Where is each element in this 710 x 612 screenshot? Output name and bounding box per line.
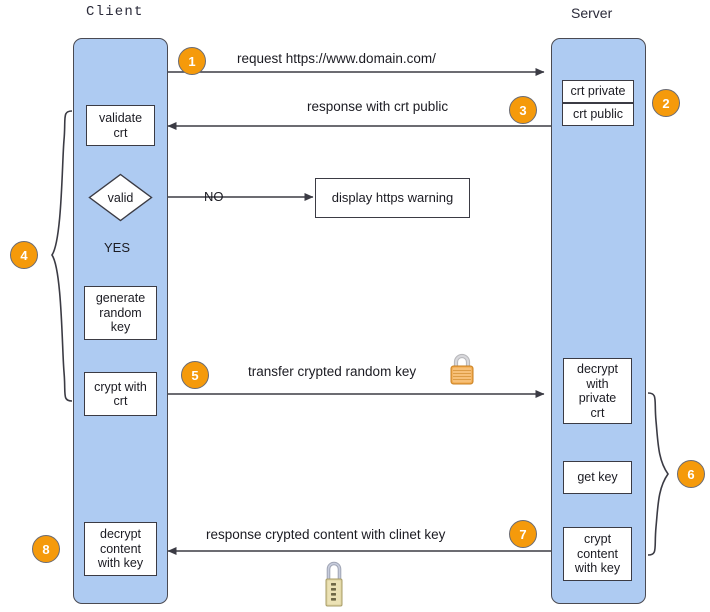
combination-padlock-icon (322, 559, 346, 607)
node-valid-decision[interactable]: valid (88, 173, 153, 222)
closed-padlock-icon (447, 351, 477, 387)
node-crypt-content-with-key[interactable]: crypt content with key (563, 527, 632, 581)
node-display-https-warning[interactable]: display https warning (315, 178, 470, 218)
step-badge-5: 5 (181, 361, 209, 389)
message-label-response-crt-public: response with crt public (307, 99, 449, 114)
message-label-response-content: response crypted content with clinet key (206, 527, 446, 542)
step-badge-8: 8 (32, 535, 60, 563)
node-generate-random-key[interactable]: generate random key (84, 286, 157, 340)
branch-label-yes: YES (104, 240, 131, 255)
column-title-client: Client (86, 4, 144, 20)
step-badge-4: 4 (10, 241, 38, 269)
node-get-key[interactable]: get key (563, 461, 632, 494)
message-label-transfer-key: transfer crypted random key (248, 364, 417, 379)
node-crt-public[interactable]: crt public (562, 103, 634, 126)
step-badge-2: 2 (652, 89, 680, 117)
node-crt-private[interactable]: crt private (562, 80, 634, 103)
node-decrypt-with-private-crt[interactable]: decrypt with private crt (563, 358, 632, 424)
lifeline-server (551, 38, 646, 604)
branch-label-no: NO (204, 189, 224, 204)
node-crypt-with-crt[interactable]: crypt with crt (84, 372, 157, 416)
node-validate-crt[interactable]: validate crt (86, 105, 155, 146)
step-badge-7: 7 (509, 520, 537, 548)
step-badge-1: 1 (178, 47, 206, 75)
step-badge-6: 6 (677, 460, 705, 488)
column-title-server: Server (571, 5, 613, 21)
message-label-request: request https://www.domain.com/ (237, 51, 436, 66)
step-badge-3: 3 (509, 96, 537, 124)
node-decrypt-content-with-key[interactable]: decrypt content with key (84, 522, 157, 576)
